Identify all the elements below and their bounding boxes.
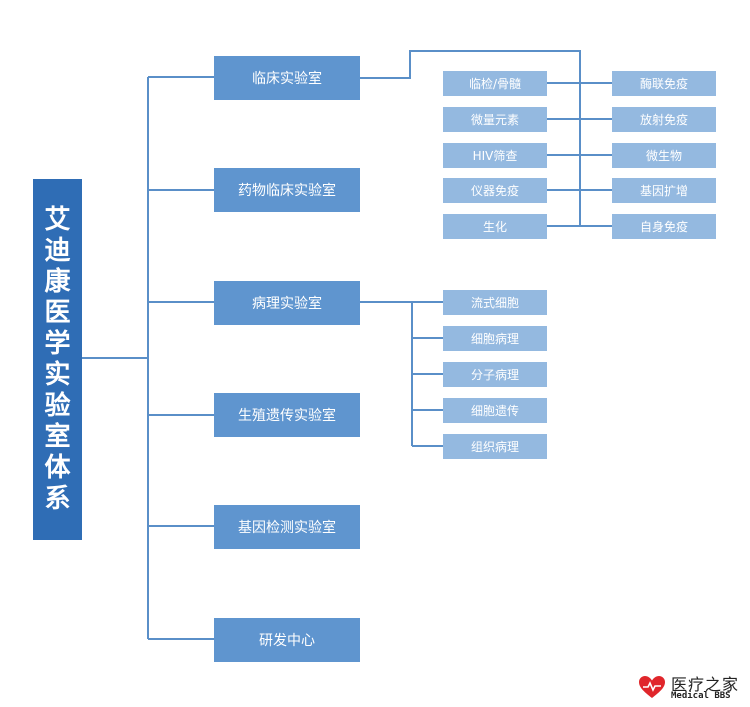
lab-node-genetic-testing: 基因检测实验室	[214, 505, 360, 549]
root-title-char: 系	[44, 483, 71, 514]
pathology-sub-node: 流式细胞	[443, 290, 547, 315]
watermark-cn-text: 医疗之家	[671, 675, 740, 694]
root-title-char: 实	[44, 359, 71, 390]
pathology-sub-node: 细胞遗传	[443, 398, 547, 423]
clinical-sub-node: 临检/骨髓	[443, 71, 547, 96]
clinical-sub-node: HIV筛查	[443, 143, 547, 168]
pathology-sub-node: 组织病理	[443, 434, 547, 459]
lab-node-reproductive-genetics: 生殖遗传实验室	[214, 393, 360, 437]
root-title-char: 康	[44, 266, 71, 297]
root-title-char: 体	[44, 452, 71, 483]
root-title-char: 迪	[44, 235, 71, 266]
root-title-char: 验	[44, 390, 71, 421]
clinical-sub-node: 放射免疫	[612, 107, 716, 132]
heart-icon	[639, 676, 665, 698]
lab-node-rnd-center: 研发中心	[214, 618, 360, 662]
root-node-system-title: 艾 迪 康 医 学 实 验 室 体 系	[33, 179, 82, 540]
clinical-sub-node: 微量元素	[443, 107, 547, 132]
lab-node-pathology: 病理实验室	[214, 281, 360, 325]
clinical-sub-node: 生化	[443, 214, 547, 239]
root-title-char: 室	[44, 421, 71, 452]
clinical-sub-node: 自身免疫	[612, 214, 716, 239]
root-title-char: 医	[44, 297, 71, 328]
root-title-char: 学	[44, 328, 71, 359]
pathology-sub-node: 细胞病理	[443, 326, 547, 351]
watermark-logo: 医疗之家 Medical BBS	[634, 671, 746, 703]
clinical-sub-node: 基因扩增	[612, 178, 716, 203]
root-title-char: 艾	[44, 204, 71, 235]
clinical-sub-node: 酶联免疫	[612, 71, 716, 96]
lab-node-drug-clinical: 药物临床实验室	[214, 168, 360, 212]
pathology-sub-node: 分子病理	[443, 362, 547, 387]
clinical-sub-node: 仪器免疫	[443, 178, 547, 203]
watermark-en-text: Medical BBS	[671, 691, 731, 701]
lab-node-clinical: 临床实验室	[214, 56, 360, 100]
clinical-sub-node: 微生物	[612, 143, 716, 168]
